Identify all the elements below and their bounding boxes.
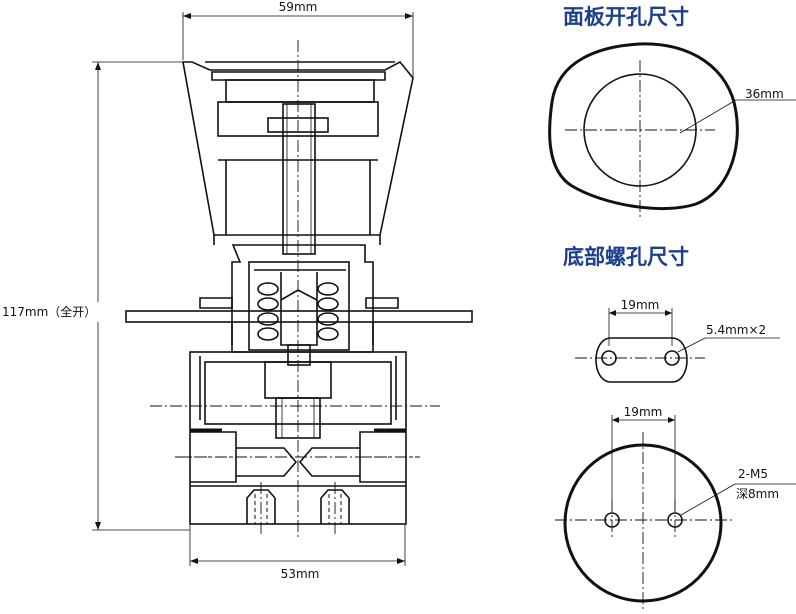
spring-right [317,282,339,341]
panel-cutout-outline [548,42,739,210]
base-holes-heading: 底部螺孔尺寸 [563,245,689,269]
cutout-diameter-label: 36mm [745,87,784,101]
base-circle-view: 19mm 2-M5 深8mm [555,405,796,612]
panel-plate [125,297,473,345]
lower-spacing-label: 19mm [624,405,663,419]
panel-cutout-heading: 面板开孔尺寸 [563,5,689,29]
flange-view: 19mm 5.4mm×2 [575,298,780,383]
depth-label: 深8mm [736,487,779,501]
side-section-view: 59mm 117mm（全开） 53mm [2,0,473,581]
bottom-width-label: 53mm [281,567,320,581]
top-width-dimension: 59mm [182,0,414,80]
top-width-label: 59mm [279,0,318,14]
upper-spacing-label: 19mm [621,298,660,312]
upper-hole-label: 5.4mm×2 [706,323,766,337]
spring-left [257,282,279,341]
bottom-width-dimension: 53mm [189,525,406,581]
panel-cutout-view: 面板开孔尺寸 36mm [548,5,796,220]
lever-cap [182,60,414,245]
height-label: 117mm（全开） [2,304,96,319]
base-holes-view: 底部螺孔尺寸 19mm 5.4mm×2 [555,245,796,612]
valve-body [150,351,440,534]
height-dimension: 117mm（全开） [2,61,190,531]
stem [282,103,316,255]
upper-housing [231,244,374,366]
thread-label: 2-M5 [738,467,768,481]
